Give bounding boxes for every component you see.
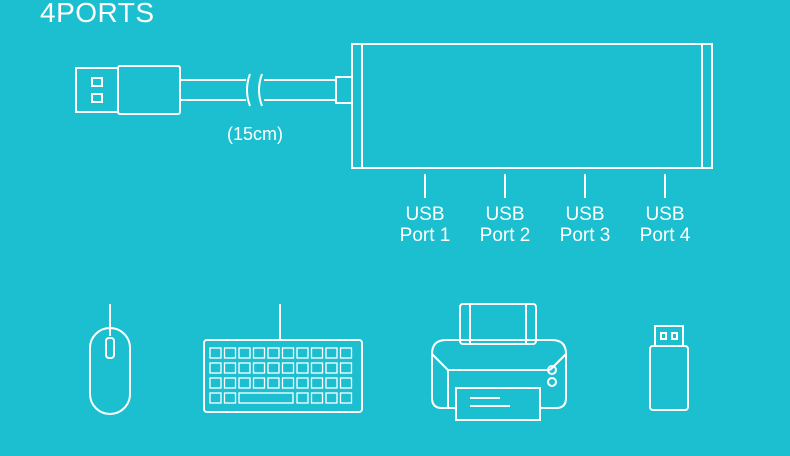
keyboard-key xyxy=(281,377,295,389)
keyboard-key xyxy=(252,362,266,374)
keyboard-key xyxy=(310,362,324,374)
port-1-label: USB Port 1 xyxy=(380,204,470,246)
keyboard-key xyxy=(267,377,280,389)
keyboard-key xyxy=(223,347,237,359)
cable-length-label: (15cm) xyxy=(226,124,283,144)
port-4-type: USB xyxy=(645,204,685,225)
printer-icon xyxy=(431,303,567,421)
port-1-name: Port 1 xyxy=(399,225,451,246)
port-2-label: USB Port 2 xyxy=(460,204,550,246)
mouse-icon xyxy=(89,304,131,415)
keyboard-key xyxy=(267,362,280,374)
port-1-type: USB xyxy=(405,204,445,225)
keyboard-key xyxy=(209,347,222,359)
keyboard-key xyxy=(296,392,309,404)
keyboard-key xyxy=(209,392,222,404)
port-4-name: Port 4 xyxy=(639,225,691,246)
port-2-type: USB xyxy=(485,204,525,225)
keyboard-icon xyxy=(203,304,363,413)
keyboard-key xyxy=(339,347,353,359)
keyboard-key xyxy=(310,392,324,404)
port-3-name: Port 3 xyxy=(559,225,611,246)
port-3-label: USB Port 3 xyxy=(540,204,630,246)
keyboard-key xyxy=(339,377,353,389)
keyboard-key xyxy=(310,377,324,389)
keyboard-key xyxy=(296,347,309,359)
cable xyxy=(180,73,353,107)
usb-flash-drive-icon xyxy=(649,325,689,411)
keyboard-key xyxy=(238,362,251,374)
keyboard-key xyxy=(339,392,353,404)
keyboard-key xyxy=(252,347,266,359)
keyboard-key xyxy=(209,362,222,374)
usb-plug-icon xyxy=(75,65,181,115)
keyboard-key xyxy=(310,347,324,359)
keyboard-key xyxy=(267,347,280,359)
keyboard-key xyxy=(223,392,237,404)
keyboard-key xyxy=(238,377,251,389)
keyboard-key xyxy=(339,362,353,374)
keyboard-key xyxy=(238,392,294,404)
port-ticks xyxy=(424,174,666,198)
port-4-label: USB Port 4 xyxy=(620,204,710,246)
keyboard-key xyxy=(252,377,266,389)
port-2-name: Port 2 xyxy=(479,225,531,246)
hub-body xyxy=(351,43,713,169)
keyboard-key xyxy=(296,377,309,389)
keyboard-key xyxy=(223,377,237,389)
page-title: 4PORTS xyxy=(40,0,155,28)
keyboard-key xyxy=(223,362,237,374)
keyboard-key xyxy=(238,347,251,359)
keyboard-key xyxy=(281,362,295,374)
port-3-type: USB xyxy=(565,204,605,225)
keyboard-key xyxy=(209,377,222,389)
keyboard-key xyxy=(325,392,338,404)
keyboard-key xyxy=(296,362,309,374)
keyboard-key xyxy=(281,347,295,359)
keyboard-key xyxy=(325,362,338,374)
keyboard-key xyxy=(325,347,338,359)
keyboard-key xyxy=(325,377,338,389)
